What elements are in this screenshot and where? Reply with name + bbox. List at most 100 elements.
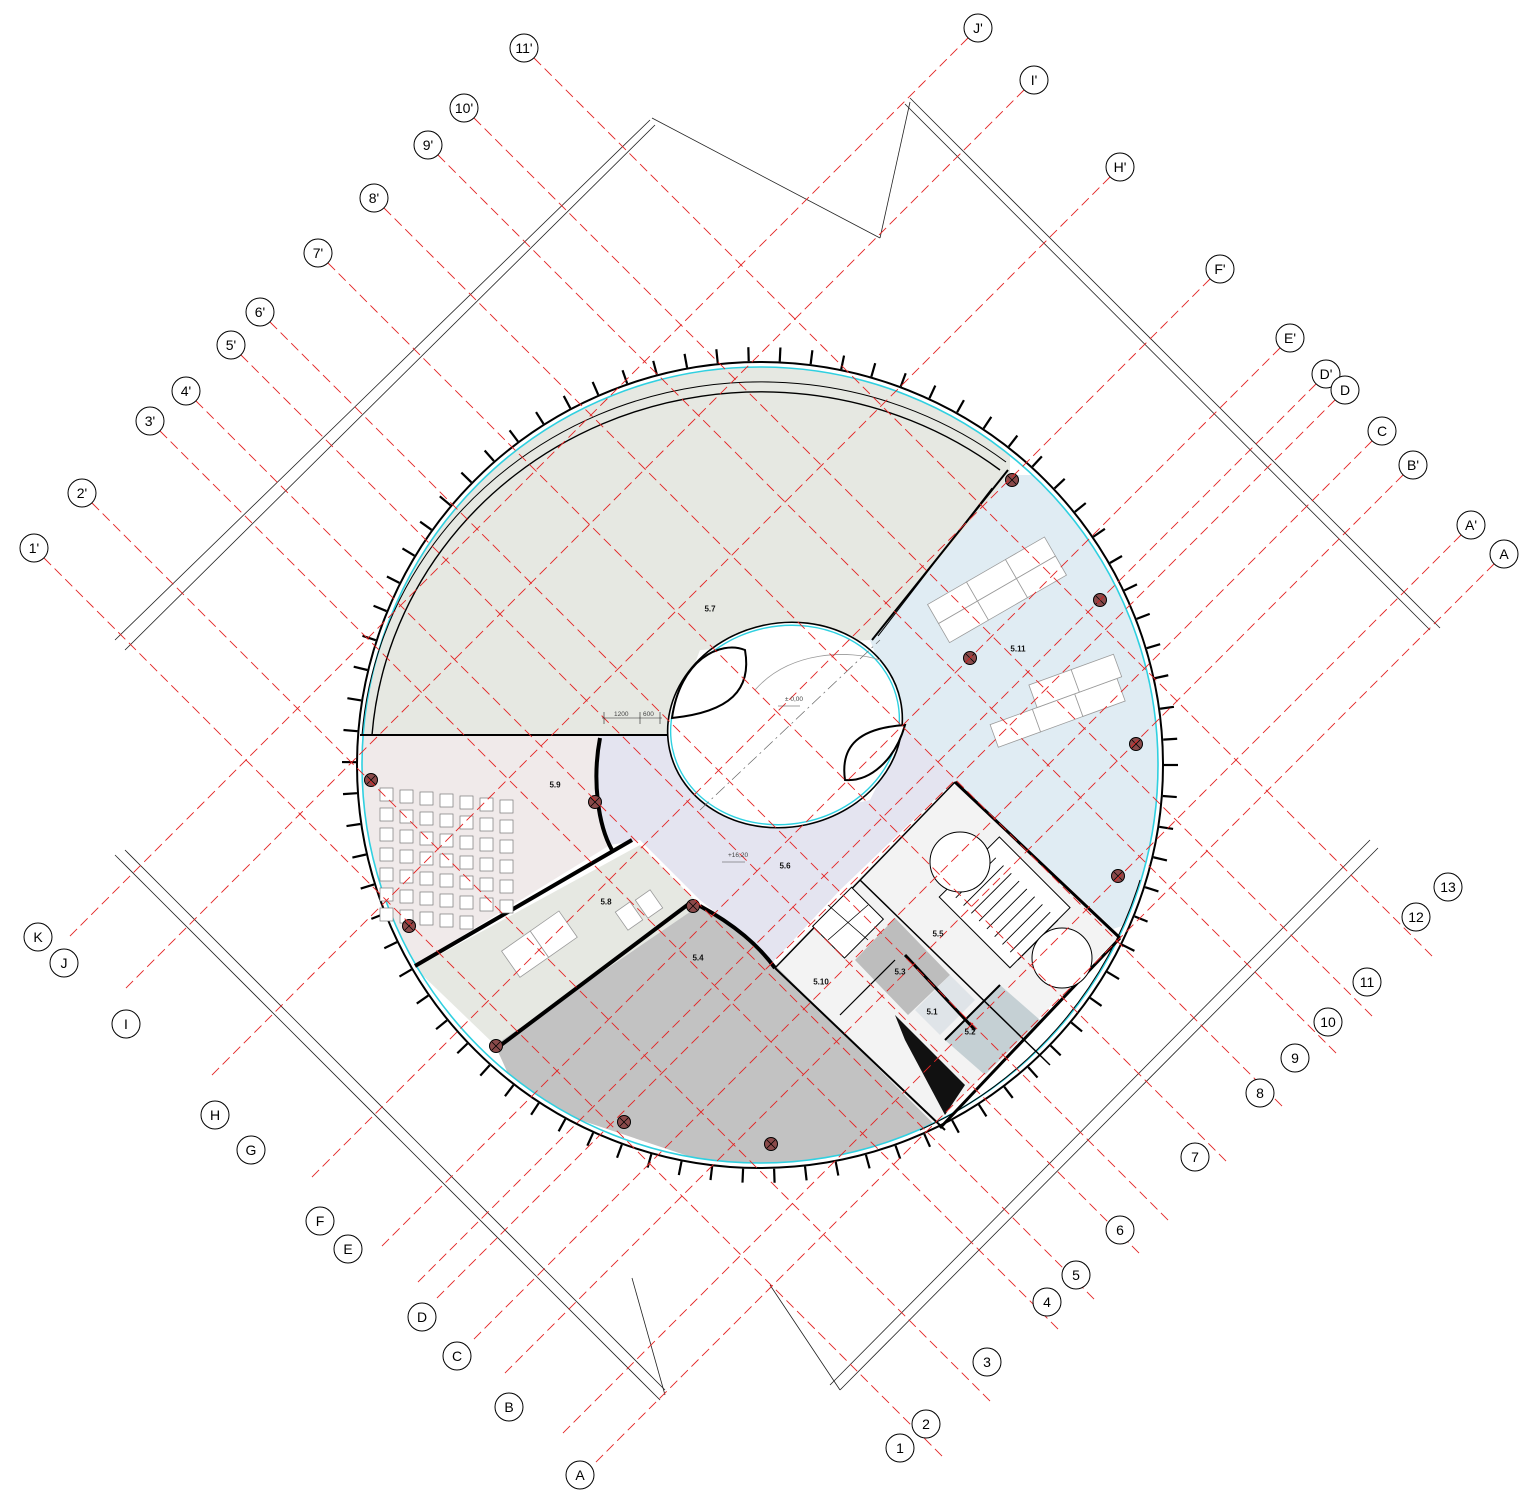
grid-bubble: 3 <box>972 1347 1002 1377</box>
svg-text:12: 12 <box>1408 909 1424 925</box>
facade-fin <box>586 1132 595 1147</box>
seat <box>479 877 494 892</box>
facade-fins <box>342 347 1178 1183</box>
column <box>1005 473 1019 487</box>
facade-fin <box>346 822 361 828</box>
svg-text:6: 6 <box>1116 1222 1124 1238</box>
facade-fin <box>1123 583 1138 592</box>
seat <box>399 849 414 864</box>
facade-fin <box>894 1145 902 1160</box>
room-labels: 5.1 5.2 5.3 5.4 5.5 5.6 5.7 5.8 5.9 5.10… <box>549 605 1026 1037</box>
facade-fin <box>460 471 473 484</box>
grid-line <box>209 176 1111 1078</box>
svg-text:A: A <box>1499 546 1509 562</box>
grid-bubble: I <box>111 1009 141 1039</box>
grid-line <box>473 117 1375 1019</box>
seat <box>499 899 514 914</box>
grid-bubble: 5' <box>216 330 246 360</box>
seat <box>459 835 474 850</box>
grid-bubble: D' <box>1311 359 1341 389</box>
facade-fin <box>683 353 689 368</box>
seat <box>459 855 474 870</box>
grid-bubble: 13 <box>1433 872 1463 902</box>
building-envelope <box>356 361 1164 1169</box>
facade-fin <box>652 360 658 375</box>
seat <box>499 879 514 894</box>
grid-bubble: A' <box>1456 510 1486 540</box>
facade-fin <box>864 1154 871 1169</box>
grid-bubble: E' <box>1275 323 1305 353</box>
facade-fin <box>479 1064 491 1077</box>
facade-fin <box>362 634 377 642</box>
facade-fin <box>419 520 433 531</box>
grid-bubble: 6' <box>245 297 275 327</box>
grid-bubble: C <box>442 1341 472 1371</box>
room-5-2-area <box>945 985 1040 1075</box>
svg-text:F: F <box>316 1213 325 1229</box>
svg-text:5': 5' <box>226 337 236 353</box>
grid-bubble: 8 <box>1245 1078 1275 1108</box>
grid-bubble: D <box>1330 375 1360 405</box>
svg-text:I: I <box>124 1016 128 1032</box>
column <box>588 795 602 809</box>
seat <box>499 819 514 834</box>
grid-bubble: 2 <box>911 1409 941 1439</box>
facade-fin <box>416 994 429 1005</box>
room-label-5-9: 5.9 <box>549 781 561 790</box>
level-marker-top: ± 0,00 <box>785 696 803 703</box>
facade-fin <box>709 1166 714 1181</box>
seat <box>479 817 494 832</box>
facade-fin <box>621 369 629 384</box>
facade-fin <box>360 883 375 890</box>
stair-tread <box>971 873 1012 914</box>
grid-line <box>471 440 1373 1342</box>
grid-line <box>240 354 1142 1256</box>
facade-fin <box>982 416 993 430</box>
svg-text:10: 10 <box>1320 1014 1336 1030</box>
seat <box>439 793 454 808</box>
svg-text:D: D <box>417 1309 427 1325</box>
facade-fin <box>1106 970 1120 980</box>
svg-text:8': 8' <box>369 190 379 206</box>
grid-line <box>195 400 1097 1302</box>
svg-text:13: 13 <box>1440 879 1456 895</box>
grid-bubble: 10' <box>449 93 479 123</box>
svg-text:1: 1 <box>896 1440 904 1456</box>
grid-bubble: D <box>407 1302 437 1332</box>
room-label-5-3: 5.3 <box>894 968 906 977</box>
facade-fin <box>535 411 545 425</box>
facade-fin <box>677 1161 683 1176</box>
facade-fin <box>508 429 519 443</box>
grid-line <box>159 430 1061 1332</box>
dimension-lines <box>114 97 1441 1401</box>
svg-text:3: 3 <box>983 1354 991 1370</box>
facade-fin <box>1134 915 1148 923</box>
seat <box>419 891 434 906</box>
grid-bubble: 9' <box>413 130 443 160</box>
grid-bubble: K <box>23 922 53 952</box>
core-area <box>775 780 1120 1125</box>
facade-fin <box>562 395 572 409</box>
svg-text:C: C <box>452 1348 462 1364</box>
svg-text:E: E <box>343 1241 352 1257</box>
facade-fin <box>1163 737 1178 741</box>
stair-tread <box>986 888 1028 930</box>
facade-fin <box>1053 478 1066 490</box>
facade-fin <box>809 350 814 365</box>
seat <box>499 839 514 854</box>
svg-text:B': B' <box>1407 457 1419 473</box>
facade-fin <box>383 941 398 950</box>
seat <box>399 789 414 804</box>
facade-fin <box>715 349 719 364</box>
seat <box>459 895 474 910</box>
room-label-5-5: 5.5 <box>932 930 944 939</box>
grid-lines <box>43 37 1495 1465</box>
grid-bubble: 7 <box>1180 1142 1210 1172</box>
facade-fin <box>1121 943 1135 952</box>
grid-bubble: 6 <box>1105 1215 1135 1245</box>
seat <box>479 797 494 812</box>
room-label-5-1: 5.1 <box>926 1008 938 1017</box>
svg-text:H': H' <box>1114 159 1127 175</box>
facade-fin <box>1027 1066 1039 1079</box>
facade-fin <box>373 604 387 613</box>
